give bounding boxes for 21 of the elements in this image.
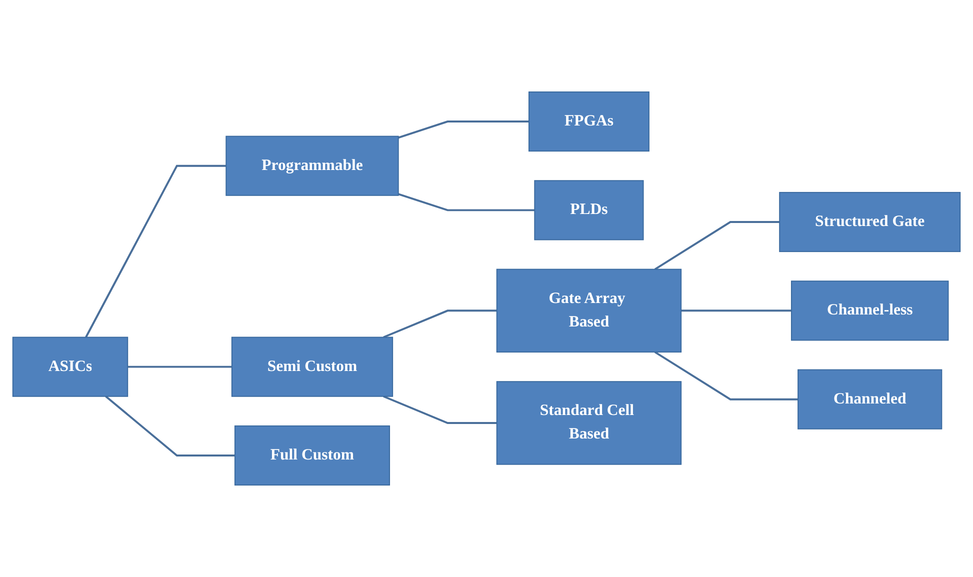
connector	[654, 351, 798, 400]
node-box: PLDs	[534, 180, 644, 240]
node-box: Structured Gate	[779, 192, 961, 252]
node-box: ASICs	[12, 336, 128, 397]
connector	[398, 193, 535, 212]
connector	[654, 221, 780, 270]
connector	[398, 120, 529, 139]
node-box: Full Custom	[234, 425, 390, 486]
node-box: Standard Cell Based	[496, 381, 682, 465]
connector	[383, 310, 497, 338]
connector	[85, 164, 226, 338]
node-box: FPGAs	[528, 91, 650, 152]
node-box: Channeled	[798, 369, 942, 430]
connector	[105, 396, 235, 456]
connector	[128, 366, 232, 368]
node-box: Gate Array Based	[496, 268, 682, 353]
connector	[383, 395, 497, 424]
node-box: Programmable	[226, 136, 399, 196]
node-box: Channel-less	[790, 280, 949, 341]
connector	[681, 310, 792, 312]
node-box: Semi Custom	[231, 336, 394, 397]
